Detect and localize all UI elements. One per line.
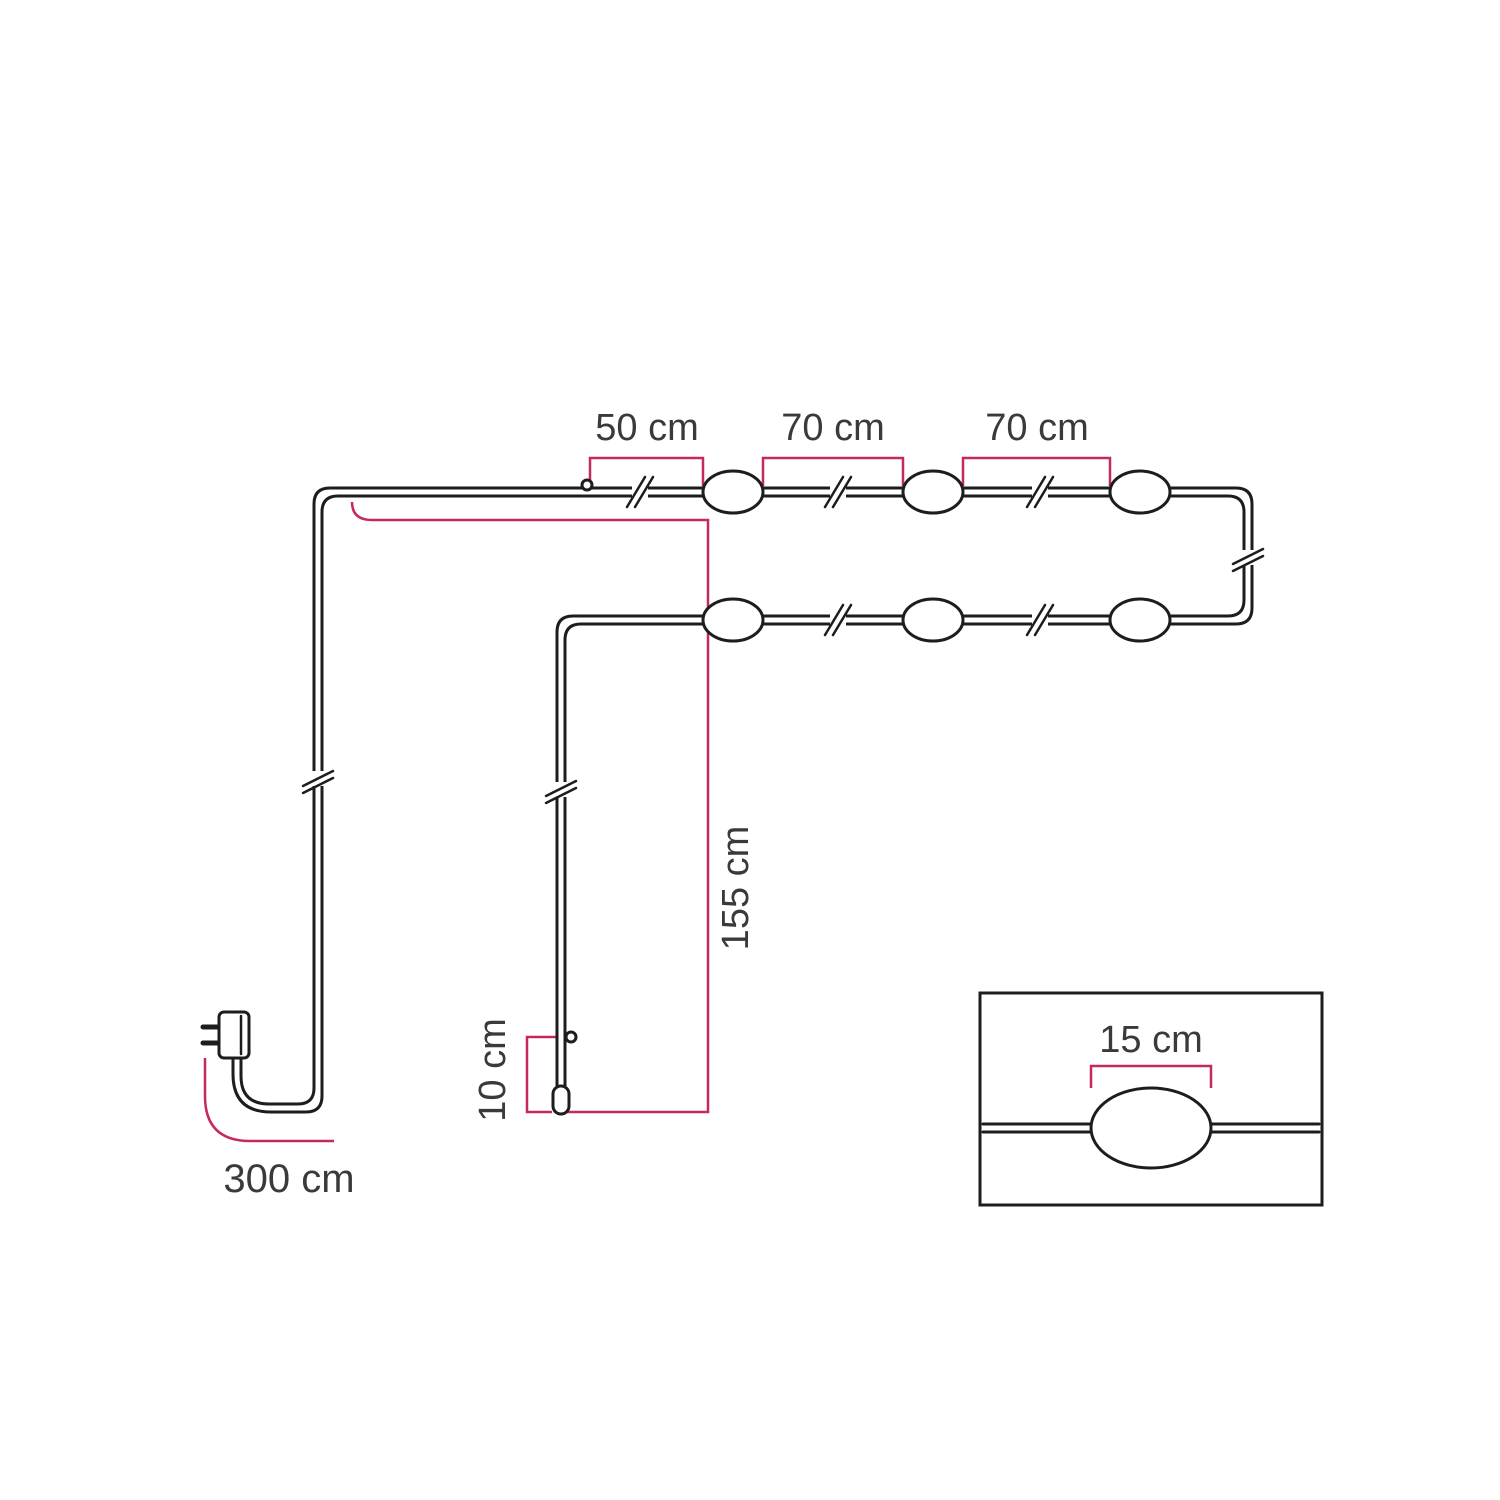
lamp-oval bbox=[701, 469, 765, 515]
end-cap-icon bbox=[551, 1084, 571, 1116]
cable-run bbox=[231, 486, 1254, 1114]
lamp-detail-inset: 15 cm bbox=[978, 991, 1324, 1207]
cable-break-icon bbox=[1025, 603, 1055, 637]
hook-connector-icon bbox=[564, 1030, 578, 1044]
cable-conductor-inner bbox=[239, 486, 1254, 1106]
lamp-oval bbox=[1108, 469, 1172, 515]
cable-break-icon bbox=[625, 475, 655, 509]
dimension-label-155cm: 155 cm bbox=[715, 826, 757, 951]
cable-conductor-outer bbox=[231, 494, 1246, 1114]
cable-break-icon bbox=[1231, 547, 1265, 573]
cable-break-marks bbox=[301, 475, 1265, 805]
dimension-labels: 50 cm 70 cm 70 cm 155 cm 10 cm 300 cm bbox=[223, 407, 1088, 1201]
hook-connector-icon bbox=[580, 478, 594, 492]
dimension-label-70cm-2: 70 cm bbox=[985, 407, 1088, 449]
dimension-label-300cm: 300 cm bbox=[223, 1157, 354, 1201]
lamp-oval bbox=[901, 597, 965, 643]
dimension-label-10cm: 10 cm bbox=[472, 1018, 514, 1121]
cable-break-icon bbox=[1025, 475, 1055, 509]
cable-break-icon bbox=[823, 475, 853, 509]
dimension-label-70cm-1: 70 cm bbox=[781, 407, 884, 449]
lamp-holders bbox=[701, 469, 1172, 643]
power-plug-icon bbox=[200, 1010, 251, 1060]
dimension-10cm-bracket bbox=[525, 1035, 558, 1114]
lamp-oval-detail bbox=[1089, 1086, 1213, 1170]
dimension-15cm-bracket bbox=[1089, 1064, 1213, 1088]
dimension-70cm-bracket-1 bbox=[761, 456, 905, 486]
dimension-70cm-bracket-2 bbox=[961, 456, 1112, 486]
cable-fittings bbox=[551, 478, 594, 1116]
cable-break-icon bbox=[823, 603, 853, 637]
dimension-300cm-line bbox=[203, 1058, 334, 1143]
lamp-oval bbox=[1108, 597, 1172, 643]
lamp-oval bbox=[701, 597, 765, 643]
dimension-50cm-bracket bbox=[588, 456, 705, 486]
lamp-oval bbox=[901, 469, 965, 515]
dimension-label-15cm: 15 cm bbox=[1099, 1019, 1202, 1061]
dimension-155cm-line bbox=[350, 501, 710, 1114]
cable-break-icon bbox=[301, 769, 335, 795]
cable-break-icon bbox=[544, 779, 578, 805]
dimension-lines bbox=[203, 456, 1112, 1143]
dimension-label-50cm: 50 cm bbox=[595, 407, 698, 449]
